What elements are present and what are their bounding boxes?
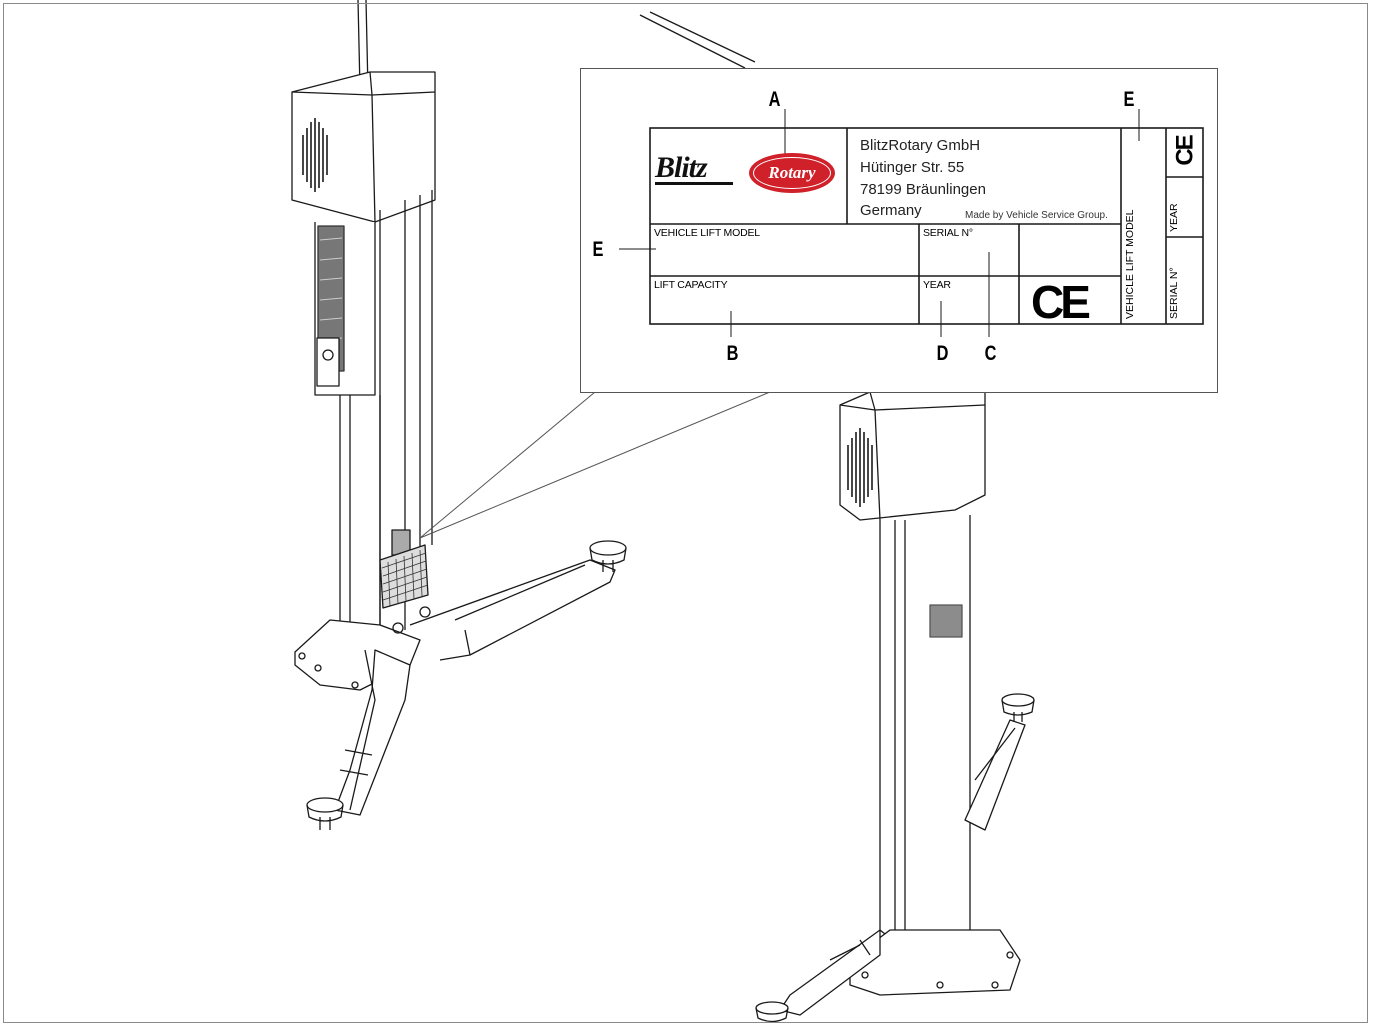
- side-serial-number: SERIAL N°: [1168, 267, 1180, 319]
- field-serial-number: SERIAL N°: [923, 227, 973, 239]
- callout-a: A: [768, 88, 781, 111]
- ce-mark-small: CE: [1171, 136, 1199, 166]
- right-column-plate: [929, 604, 963, 638]
- field-year: YEAR: [923, 279, 951, 291]
- field-lift-capacity: LIFT CAPACITY: [654, 279, 728, 291]
- side-year: YEAR: [1168, 203, 1180, 232]
- leader-lines: [419, 391, 771, 539]
- callout-c: C: [984, 342, 997, 365]
- rotary-logo: Rotary: [749, 153, 835, 193]
- right-column: [755, 391, 1035, 1023]
- street-address: Hütinger Str. 55: [860, 159, 965, 176]
- label-inset: A E E B D C Blitz Rotary BlitzRotary Gmb…: [580, 68, 1218, 393]
- side-vehicle-lift-model: VEHICLE LIFT MODEL: [1124, 209, 1136, 319]
- left-column: [291, 71, 627, 830]
- made-by-note: Made by Vehicle Service Group.: [965, 210, 1108, 221]
- ce-mark-large: CE: [1031, 276, 1091, 328]
- blitz-logo: Blitz: [655, 153, 741, 185]
- company-name: BlitzRotary GmbH: [860, 137, 981, 154]
- callout-e-left: E: [592, 238, 604, 261]
- overhead-beam: [639, 11, 756, 69]
- country: Germany: [860, 202, 922, 219]
- plate-lines: [619, 109, 1204, 337]
- city-address: 78199 Bräunlingen: [860, 181, 986, 198]
- callout-b: B: [726, 342, 739, 365]
- callout-d: D: [936, 342, 949, 365]
- field-vehicle-lift-model: VEHICLE LIFT MODEL: [654, 227, 760, 239]
- callout-e-top: E: [1123, 88, 1135, 111]
